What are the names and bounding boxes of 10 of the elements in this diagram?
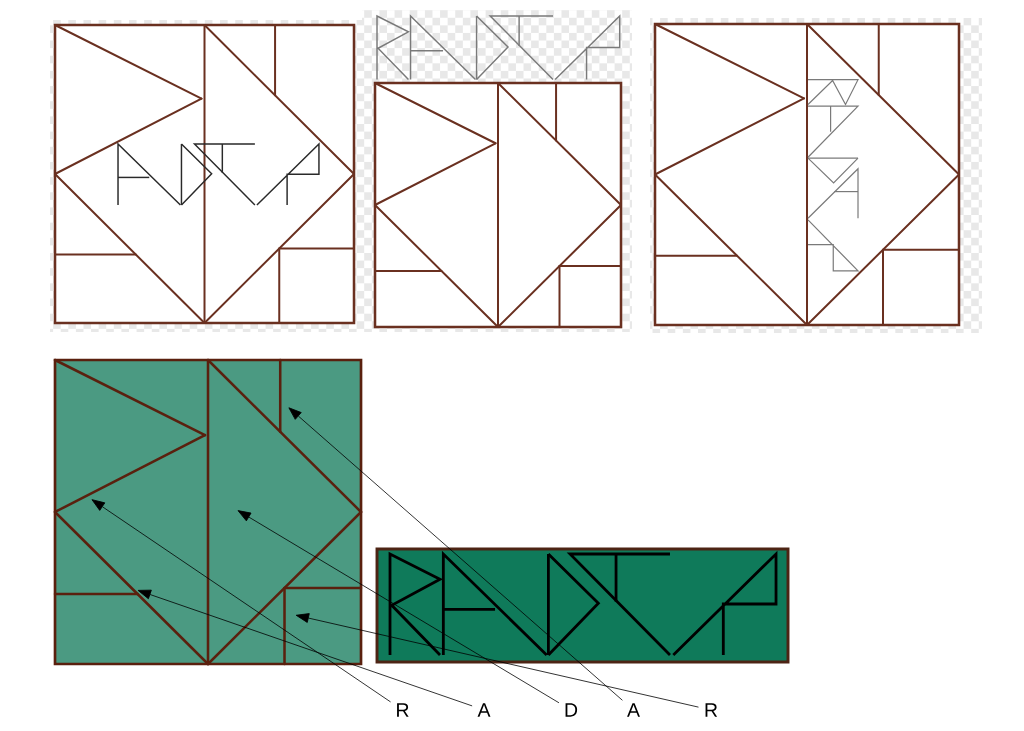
leader-arrow xyxy=(288,407,623,701)
letter-label: R xyxy=(705,703,718,717)
leader-arrow xyxy=(237,510,560,704)
letter-label: A xyxy=(477,703,491,717)
leader-arrow xyxy=(137,589,473,707)
leader-arrow xyxy=(295,613,699,708)
letter-label: A xyxy=(627,703,640,717)
leader-arrow xyxy=(91,499,391,703)
letter-label: R xyxy=(397,703,409,717)
letter-label: D xyxy=(565,703,578,717)
